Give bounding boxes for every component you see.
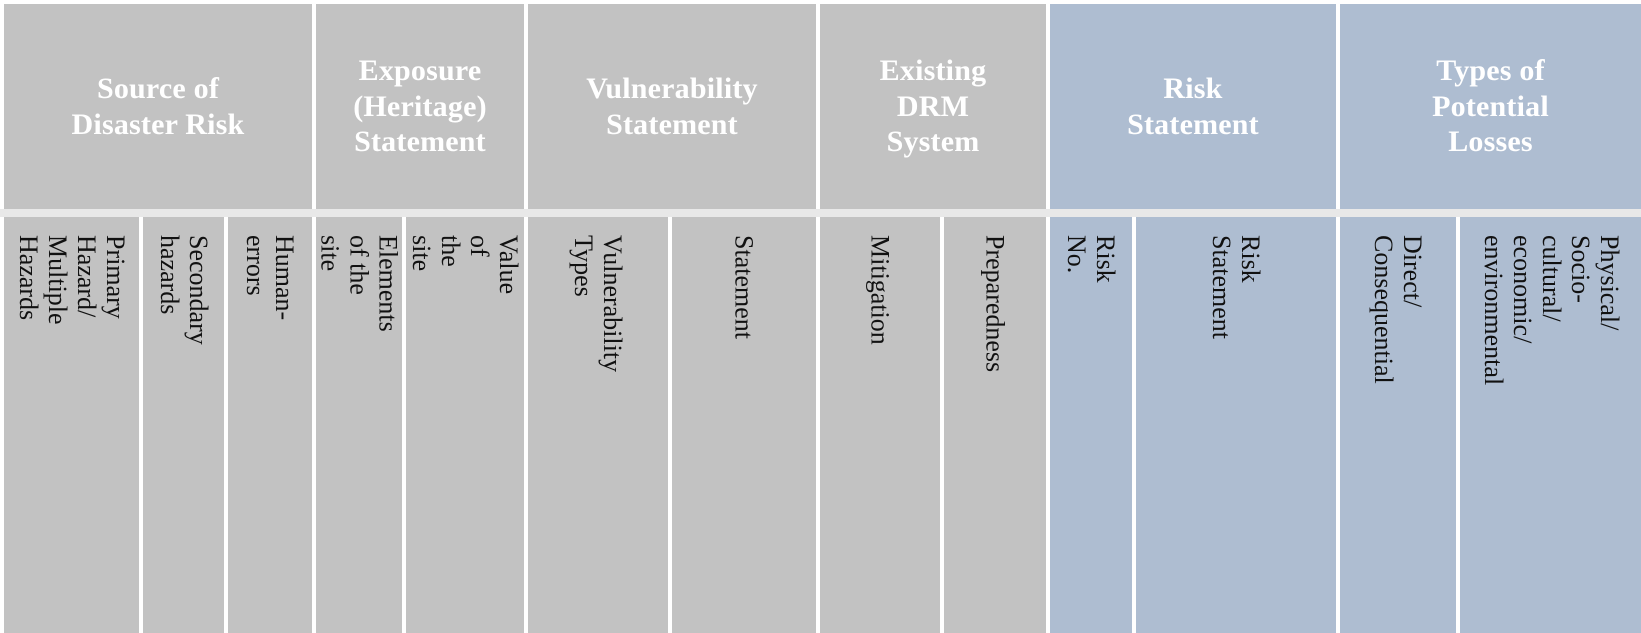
column-header-human-errors: Human-errors [228,217,312,633]
column-header-vulnerability-types: Vulnerability Types [528,217,668,633]
column-header-label: Value of the site [406,235,524,295]
group-header-label: Vulnerability Statement [586,72,758,141]
column-header-secondary-hazards: Secondary hazards [143,217,224,633]
group-header-label: Source of Disaster Risk [71,72,245,141]
column-header-label: Elements of the site [316,235,402,332]
group-header-source-of-disaster-risk: Source of Disaster Risk [4,4,312,209]
column-header-preparedness: Preparedness [944,217,1046,633]
column-header-label: Secondary hazards [154,235,213,345]
column-header-label: Risk Statement [1207,235,1266,339]
row-divider-groups-columns [0,209,1641,217]
column-header-risk-statement-text: Risk Statement [1136,217,1336,633]
column-header-direct-consequential: Direct/ Consequential [1340,217,1456,633]
table-left-edge [0,0,4,633]
column-header-physical-socio-cultural-economic-environmental: Physical/ Socio- cultural/ economic/ env… [1460,217,1641,633]
group-header-label: Types of Potential Losses [1432,54,1549,159]
group-header-existing-drm-system: Existing DRM System [820,4,1046,209]
column-header-label: Risk No. [1062,235,1121,283]
column-header-label: Preparedness [980,235,1010,373]
column-header-label: Primary Hazard/ Multiple Hazards [13,235,130,325]
column-header-label: Mitigation [865,235,895,345]
group-header-vulnerability-statement: Vulnerability Statement [528,4,816,209]
column-header-label: Human-errors [241,235,300,321]
column-header-label: Vulnerability Types [569,235,628,373]
group-header-risk-statement: Risk Statement [1050,4,1336,209]
table-top-edge [0,0,1641,4]
column-header-mitigation: Mitigation [820,217,940,633]
group-header-label: Existing DRM System [879,54,987,159]
column-header-risk-no: Risk No. [1050,217,1132,633]
group-header-types-of-potential-losses: Types of Potential Losses [1340,4,1641,209]
group-header-label: Risk Statement [1127,72,1259,141]
column-header-elements-of-the-site: Elements of the site [316,217,402,633]
column-header-label: Physical/ Socio- cultural/ economic/ env… [1477,235,1624,386]
column-header-vulnerability-statement-text: Statement [672,217,816,633]
group-header-label: Exposure (Heritage) Statement [353,54,487,159]
column-header-value-of-the-site: Value of the site [406,217,524,633]
column-header-label: Statement [729,235,759,339]
column-header-primary-hazard-multiple-hazards: Primary Hazard/ Multiple Hazards [4,217,139,633]
group-header-exposure-heritage-statement: Exposure (Heritage) Statement [316,4,524,209]
column-header-label: Direct/ Consequential [1369,235,1428,384]
